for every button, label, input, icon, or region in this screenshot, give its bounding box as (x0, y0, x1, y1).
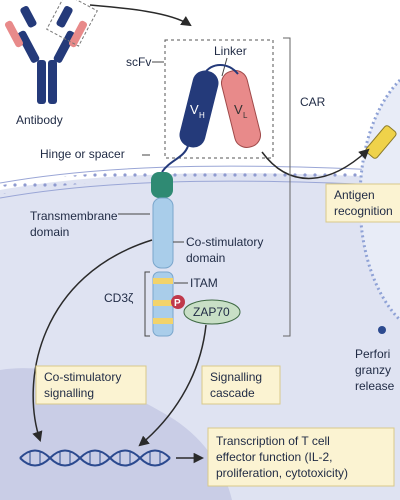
transmembrane-label: Transmembrane domain (30, 209, 121, 239)
car-bracket (283, 37, 291, 337)
car-label: CAR (300, 95, 326, 109)
transmembrane-segment (152, 197, 174, 269)
itam-label: ITAM (190, 276, 218, 290)
svg-text:Signalling cascade: Signalling cascade (210, 370, 265, 400)
svg-text:Co-stimulatory signalling: Co-stimulatory signalling (44, 370, 125, 400)
costim-domain-label: Co-stimulatory domain (186, 235, 267, 265)
antigen-arrow (261, 148, 370, 180)
cascade-arrow (138, 324, 207, 447)
linker-peptide (203, 64, 239, 75)
scfv-label: scFv (126, 55, 151, 69)
svg-text:V: V (234, 102, 243, 117)
itam-1 (153, 278, 173, 284)
vl-domain: V L (220, 70, 262, 148)
hinge-label: Hinge or spacer (40, 147, 125, 161)
svg-text:Antigen recognition: Antigen recognition (334, 188, 393, 218)
costim-arrow (32, 239, 153, 442)
zap70-bubble (183, 299, 241, 325)
antigen-recognition-box (325, 183, 400, 223)
hinge-segment (151, 172, 173, 198)
dna-helix (19, 449, 171, 467)
svg-text:V: V (190, 102, 199, 117)
signalling-cascade-box (201, 365, 281, 405)
itam-2 (153, 300, 173, 306)
cd3z-bracket (144, 271, 150, 337)
granule-dot (378, 326, 386, 334)
svg-text:H: H (199, 111, 205, 120)
cd3z-chain (152, 271, 174, 337)
perforin-label: Perfori granzy release (355, 347, 395, 393)
antibody-icon (4, 0, 98, 104)
antibody-highlight (46, 0, 98, 47)
antibody-to-scfv-arrow (89, 4, 192, 27)
vh-domain: V H (179, 70, 219, 148)
svg-text:ZAP70: ZAP70 (193, 305, 230, 319)
svg-text:L: L (243, 111, 248, 120)
scfv-stalk (161, 145, 189, 173)
antibody-label: Antibody (16, 113, 63, 127)
svg-text:P: P (174, 298, 181, 309)
cd3z-label: CD3ζ (104, 291, 134, 305)
costim-signalling-box (35, 365, 147, 405)
svg-text:Transcription of T cell ef: Transcription of T cell effector functio… (216, 434, 348, 480)
linker-label: Linker (214, 44, 247, 58)
itam-3 (153, 318, 173, 324)
antigen-receptor-icon (365, 125, 397, 159)
phospho-badge (171, 295, 185, 309)
transcription-box (207, 427, 395, 487)
scfv-box (164, 39, 274, 159)
